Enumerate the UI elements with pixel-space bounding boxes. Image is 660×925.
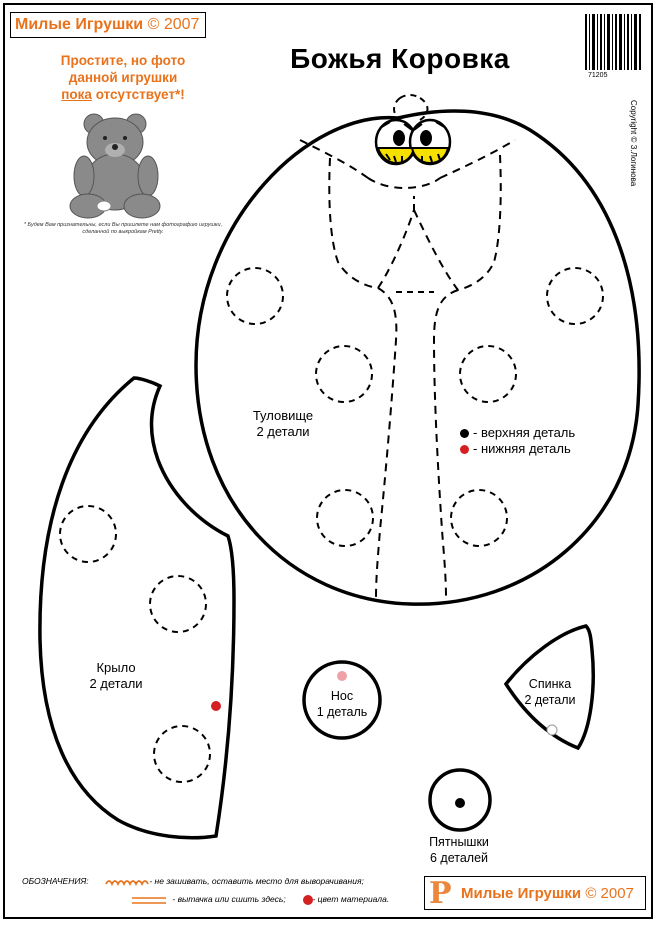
back-name: Спинка xyxy=(528,677,572,691)
nose-outline xyxy=(302,660,382,740)
spots-count: 6 деталей xyxy=(429,851,489,865)
body-label: Туловище 2 детали xyxy=(228,408,338,440)
nose-count: 1 деталь xyxy=(316,705,368,719)
left-wing-cutline xyxy=(328,157,415,290)
page-title: Божья Коровка xyxy=(290,43,510,74)
body-count: 2 детали xyxy=(256,424,310,439)
back-count: 2 детали xyxy=(524,693,576,707)
upper-part-dot xyxy=(460,429,469,439)
footnote: * Будем Вам признательны, если Вы пришле… xyxy=(23,222,223,235)
notice-underlined-word: пока xyxy=(61,87,92,102)
barcode-number: 71205 xyxy=(588,72,608,79)
wing-label: Крыло 2 детали xyxy=(66,660,166,692)
head-dashed-outline xyxy=(299,139,516,190)
brand-logo: Милые Игрушки © 2007 xyxy=(10,12,206,38)
material-note: - цвет материала. xyxy=(312,894,390,904)
watermark-year: © 2007 xyxy=(585,885,634,902)
brand-name: Милые Игрушки xyxy=(15,16,144,33)
eye-dart xyxy=(393,94,429,121)
body-spot-5 xyxy=(316,489,374,547)
wing-spot-3 xyxy=(153,725,211,783)
body-spot-4 xyxy=(459,345,517,403)
body-spot-1 xyxy=(226,267,284,325)
material-key-dot xyxy=(303,895,313,905)
eyes xyxy=(374,118,452,166)
wing-count: 2 детали xyxy=(89,676,143,691)
back-color-dot xyxy=(546,724,558,736)
watermark: P Милые Игрушки © 2007 xyxy=(424,876,646,910)
notes-label: ОБОЗНАЧЕНИЯ: xyxy=(22,876,89,886)
body-spot-2 xyxy=(546,267,604,325)
wing-spot-1 xyxy=(59,505,117,563)
notes-line-2: - вытачка или сшить здесь; - цвет матери… xyxy=(22,894,389,904)
teddy-bear-image xyxy=(69,113,161,219)
brand-year: © 2007 xyxy=(147,16,200,33)
nose-color-dot xyxy=(337,671,347,681)
body-outline xyxy=(194,109,641,606)
unsewn-key-icon xyxy=(105,880,149,887)
lower-part-text: - нижняя деталь xyxy=(473,441,571,456)
center-seam-right xyxy=(432,289,459,599)
wing-spot-2 xyxy=(149,575,207,633)
unsewn-note: - не зашивать, оставить место для вывора… xyxy=(149,876,364,886)
wing-name: Крыло xyxy=(96,660,136,675)
dart-note: - вытачка или сшить здесь; xyxy=(172,894,286,904)
back-label: Спинка 2 детали xyxy=(510,676,590,708)
watermark-site: Милые Игрушки xyxy=(461,885,582,902)
wing-outline xyxy=(38,376,236,840)
notice-line-3-rest: отсутствует*! xyxy=(95,87,185,102)
notice-line-2: данной игрушки xyxy=(68,70,178,85)
no-photo-notice: Простите, но фото данной игрушки пока от… xyxy=(28,52,218,103)
watermark-text: Милые Игрушки © 2007 xyxy=(461,885,634,902)
center-seam-left xyxy=(375,287,398,599)
nose-label: Нос 1 деталь xyxy=(296,688,388,720)
legend-lower: - нижняя деталь xyxy=(460,441,571,456)
body-name: Туловище xyxy=(252,408,314,423)
nose-name: Нос xyxy=(330,689,354,703)
wing-color-dot xyxy=(211,701,221,711)
wing-spots xyxy=(59,505,211,783)
lower-part-dot xyxy=(460,445,469,455)
page-frame xyxy=(3,3,653,919)
watermark-p-logo: P xyxy=(429,876,452,911)
spot-piece-dot xyxy=(455,798,465,808)
barcode-image xyxy=(585,14,641,70)
body-spots xyxy=(226,267,604,547)
notes-line-1: ОБОЗНАЧЕНИЯ: - не зашивать, оставить мес… xyxy=(22,876,364,886)
body-spot-3 xyxy=(315,345,373,403)
spots-name: Пятнышки xyxy=(429,835,489,849)
back-outline xyxy=(503,624,595,751)
notice-line-3: пока отсутствует*! xyxy=(28,86,218,103)
legend-upper: - верхняя деталь xyxy=(460,425,575,440)
notice-line-1: Простите, но фото xyxy=(60,53,186,68)
upper-part-text: - верхняя деталь xyxy=(473,425,576,440)
right-wing-cutline xyxy=(413,154,502,292)
body-spot-6 xyxy=(450,489,508,547)
spots-label: Пятнышки 6 деталей xyxy=(404,834,514,866)
